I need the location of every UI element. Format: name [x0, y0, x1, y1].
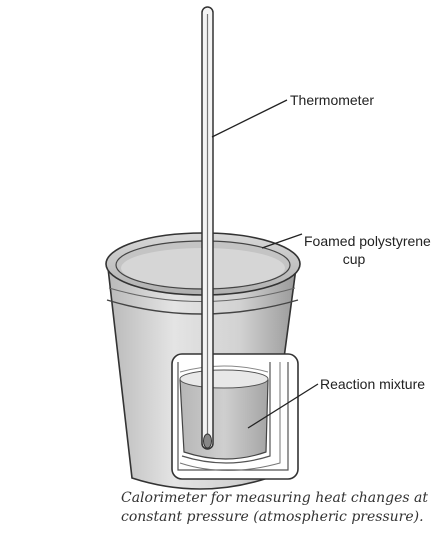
- thermometer: [201, 6, 214, 450]
- cup-label-line2: cup: [343, 251, 366, 267]
- cutaway-view: [171, 353, 299, 480]
- cup-leader-line: [261, 233, 303, 249]
- reaction-leader-line: [247, 383, 319, 429]
- thermometer-leader-line: [211, 99, 288, 138]
- cup-label-line1: Foamed polystyrene: [304, 233, 431, 249]
- thermometer-label: Thermometer: [290, 92, 374, 108]
- figure-caption: Calorimeter for measuring heat changes a…: [121, 490, 429, 525]
- reaction-mixture-label: Reaction mixture: [320, 376, 425, 392]
